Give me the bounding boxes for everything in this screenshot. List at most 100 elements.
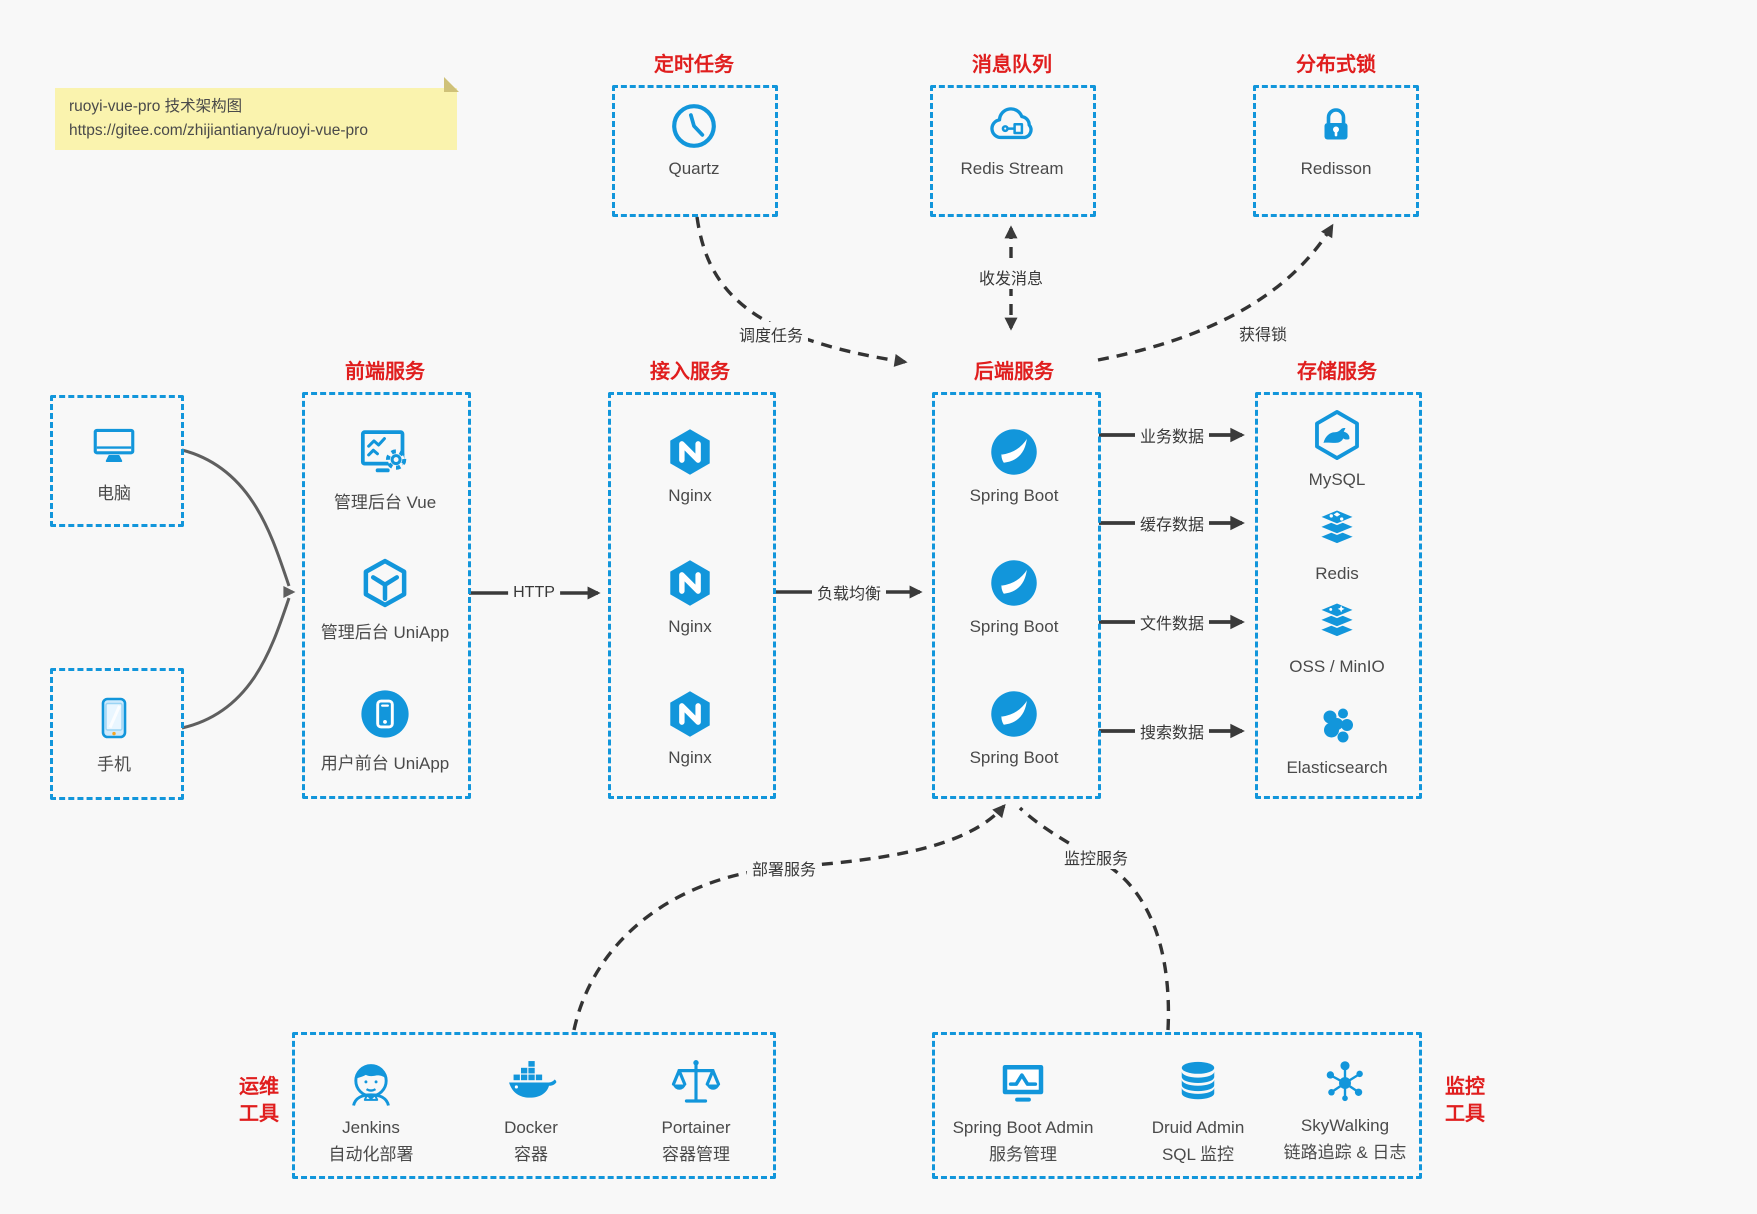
edge-label-http: HTTP — [508, 584, 560, 602]
edge-acquire-lock — [1097, 223, 1334, 362]
desktop-icon — [89, 421, 139, 471]
node-portainer: Portainer 容器管理 — [606, 1056, 786, 1165]
computer-box — [50, 395, 184, 527]
title-distributed-lock: 分布式锁 — [1296, 54, 1376, 76]
frontend-box — [302, 392, 471, 799]
node-user-uniapp: 用户前台 UniApp — [295, 687, 475, 774]
edge-label-deploy: 部署服务 — [746, 856, 822, 880]
node-redis: Redis — [1247, 506, 1427, 584]
node-label: Portainer — [661, 1118, 731, 1137]
scheduled-tasks-box — [612, 85, 778, 217]
node-label: SkyWalking — [1300, 1116, 1390, 1135]
node-elasticsearch: Elasticsearch — [1247, 702, 1427, 778]
node-label: Jenkins — [342, 1118, 400, 1137]
edge-label-send-receive: 收发消息 — [973, 265, 1049, 289]
node-nginx-2: Nginx — [600, 557, 780, 637]
node-admin-vue: 管理后台 Vue — [295, 424, 475, 513]
node-label: Redisson — [1300, 159, 1372, 178]
admin-vue-icon — [357, 424, 413, 480]
node-label: 管理后台 UniApp — [320, 623, 450, 642]
node-label: Docker — [504, 1118, 558, 1137]
node-label: Elasticsearch — [1286, 758, 1388, 777]
uniapp-cube-icon — [358, 556, 412, 610]
node-druid-admin: Druid Admin SQL 监控 — [1108, 1056, 1288, 1165]
docker-icon — [504, 1056, 558, 1110]
node-label: OSS / MinIO — [1289, 657, 1385, 676]
node-skywalking: SkyWalking 链路追踪 & 日志 — [1255, 1056, 1435, 1163]
nginx-icon — [664, 688, 716, 740]
title-message-queue: 消息队列 — [972, 54, 1052, 76]
node-spring-boot-admin: Spring Boot Admin 服务管理 — [933, 1056, 1113, 1165]
phone-box — [50, 668, 184, 800]
spring-icon — [988, 426, 1040, 478]
node-label: Spring Boot — [969, 617, 1059, 636]
node-sublabel: 容器 — [514, 1145, 548, 1164]
node-label: Nginx — [668, 748, 712, 767]
node-docker: Docker 容器 — [441, 1056, 621, 1165]
node-sublabel: 服务管理 — [989, 1145, 1057, 1164]
title-backend: 后端服务 — [974, 361, 1054, 383]
node-redisson: Redisson — [1246, 101, 1426, 179]
note-fold-corner — [444, 77, 459, 92]
node-label: Spring Boot Admin — [952, 1118, 1094, 1137]
title-frontend: 前端服务 — [345, 361, 425, 383]
node-nginx-1: Nginx — [600, 426, 780, 506]
scales-icon — [669, 1056, 723, 1110]
node-label: 手机 — [97, 755, 131, 774]
node-spring-boot-3: Spring Boot — [924, 688, 1104, 768]
storage-box — [1255, 392, 1422, 799]
database-icon — [1172, 1056, 1224, 1110]
topology-icon — [1319, 1056, 1371, 1108]
node-label: Nginx — [668, 617, 712, 636]
node-label: Nginx — [668, 486, 712, 505]
node-spring-boot-2: Spring Boot — [924, 557, 1104, 637]
monitor-chart-icon — [996, 1056, 1050, 1110]
node-label: 电脑 — [97, 484, 131, 503]
node-redis-stream: Redis Stream — [922, 101, 1102, 179]
edge-label-load-balance: 负载均衡 — [811, 580, 887, 604]
phone-icon — [90, 694, 138, 742]
edge-monitor-service — [1018, 806, 1171, 1031]
node-label: Redis — [1315, 564, 1359, 583]
edge-deploy-service — [572, 804, 1006, 1031]
edge-label-search-data: 搜索数据 — [1134, 719, 1210, 743]
node-sublabel: 链路追踪 & 日志 — [1283, 1143, 1407, 1162]
node-label: Redis Stream — [960, 159, 1064, 178]
spring-icon — [988, 688, 1040, 740]
node-label: Quartz — [668, 159, 720, 178]
lock-icon — [1312, 101, 1360, 151]
node-computer: 电脑 — [24, 421, 204, 504]
mysql-icon — [1310, 408, 1364, 462]
node-label: MySQL — [1308, 470, 1366, 489]
title-monitor-tools: 监控 工具 — [1445, 1076, 1485, 1125]
note-title: ruoyi-vue-pro 技术架构图 — [69, 98, 243, 115]
elasticsearch-icon — [1313, 702, 1361, 750]
edge-label-business-data: 业务数据 — [1134, 423, 1210, 447]
edge-label-cache-data: 缓存数据 — [1134, 511, 1210, 535]
node-sublabel: 容器管理 — [662, 1145, 730, 1164]
note-url: https://gitee.com/zhijiantianya/ruoyi-vu… — [69, 122, 368, 139]
node-quartz: Quartz — [604, 101, 784, 179]
edge-label-monitor: 监控服务 — [1058, 845, 1134, 869]
node-sublabel: SQL 监控 — [1161, 1145, 1235, 1164]
node-nginx-3: Nginx — [600, 688, 780, 768]
node-admin-uniapp: 管理后台 UniApp — [295, 556, 475, 643]
node-phone: 手机 — [24, 694, 204, 775]
node-label: Spring Boot — [969, 748, 1059, 767]
ops-tools-box — [292, 1032, 776, 1179]
node-oss-minio: OSS / MinIO — [1247, 599, 1427, 677]
distributed-lock-box — [1253, 85, 1419, 217]
monitor-tools-box — [932, 1032, 1422, 1179]
spring-icon — [988, 557, 1040, 609]
title-storage: 存储服务 — [1297, 361, 1377, 383]
edge-label-file-data: 文件数据 — [1134, 610, 1210, 634]
access-box — [608, 392, 776, 799]
nginx-icon — [664, 557, 716, 609]
redis-stack-icon — [1312, 506, 1362, 556]
clock-icon — [669, 101, 719, 151]
node-spring-boot-1: Spring Boot — [924, 426, 1104, 506]
node-label: 用户前台 UniApp — [320, 754, 450, 773]
oss-stack-icon — [1312, 599, 1362, 649]
